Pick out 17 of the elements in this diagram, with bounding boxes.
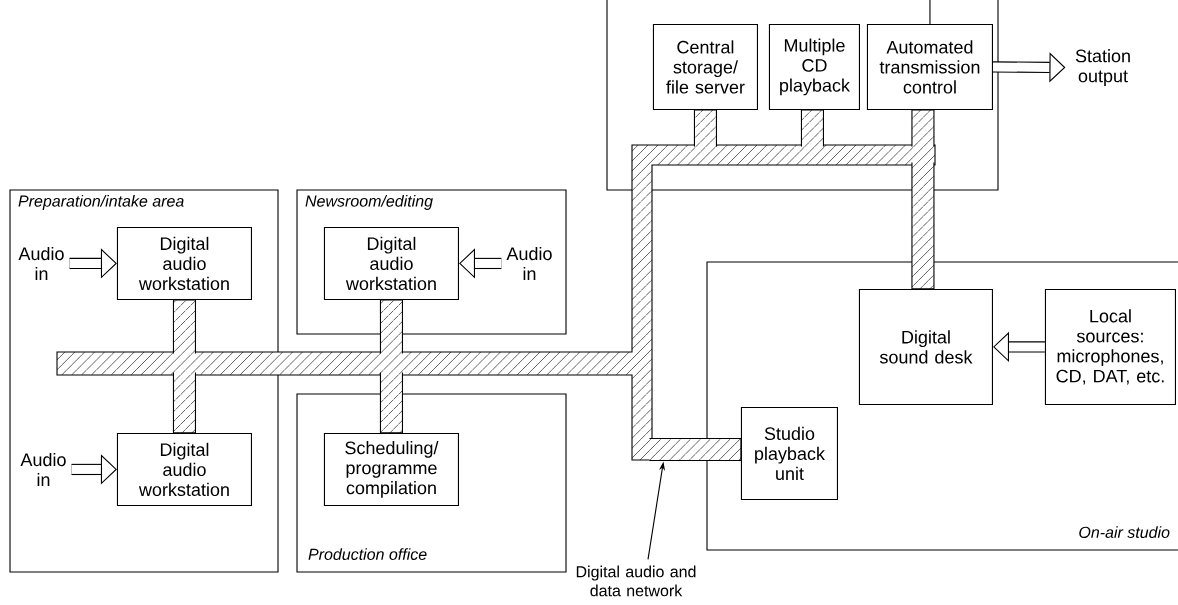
process-box: Local sources: microphones, CD, DAT, etc. — [1044, 288, 1176, 405]
process-box: Studio playback unit — [740, 406, 838, 500]
process-box: Central storage/ file server — [652, 23, 758, 110]
signal-line — [929, 0, 931, 25]
process-box: Digital audio workstation — [116, 226, 252, 300]
process-box: Digital audio workstation — [323, 226, 459, 300]
text-label: Audio in — [18, 246, 64, 280]
process-box: Multiple CD playback — [768, 23, 860, 110]
process-box: Digital audio workstation — [116, 432, 252, 506]
text-label: Audio in — [506, 246, 552, 280]
process-box: Automated transmission control — [866, 23, 993, 110]
process-box: Scheduling/ programme compilation — [323, 432, 459, 506]
text-label: Station output — [1075, 49, 1130, 86]
text-label: Audio in — [20, 452, 66, 486]
process-box: Digital sound desk — [858, 288, 993, 405]
text-label: Digital audio and data network — [576, 565, 696, 597]
area-outline — [606, 0, 999, 191]
